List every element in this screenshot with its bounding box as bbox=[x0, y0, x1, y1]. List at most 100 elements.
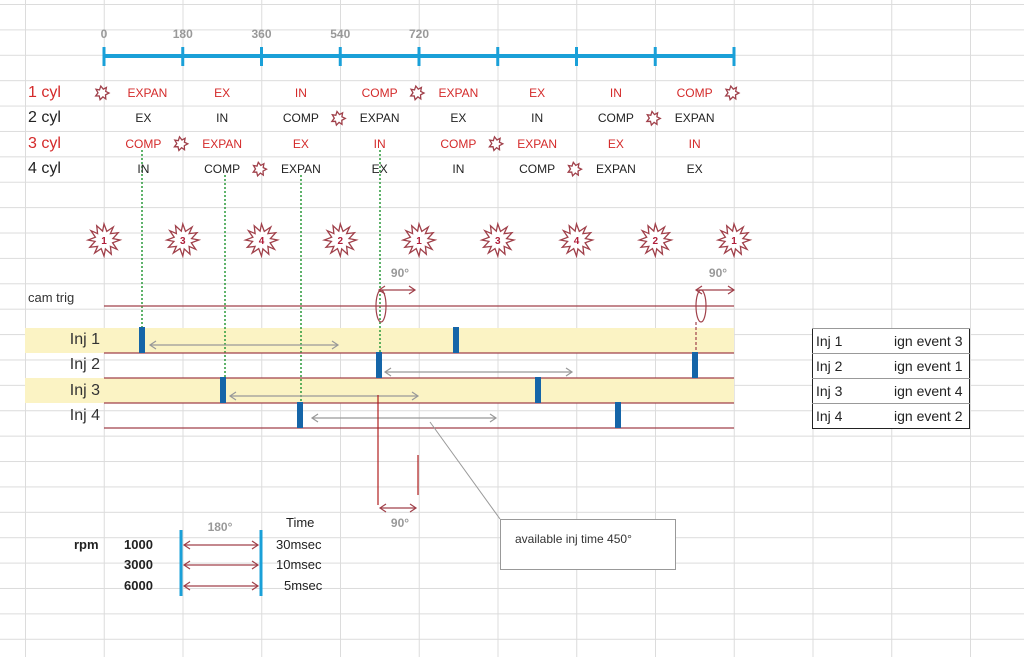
injection-window-arrow-head-left bbox=[148, 340, 157, 350]
stroke-cell: EX bbox=[214, 86, 231, 100]
cam-offset-arrow-head-right bbox=[408, 285, 417, 295]
cam-offset-arrow-head-right bbox=[727, 285, 736, 295]
injector-pulse bbox=[139, 327, 145, 353]
axis-tick-label: 0 bbox=[100, 27, 108, 41]
callout-text: available inj time 450° bbox=[515, 532, 632, 546]
cell-inj: Inj 2 bbox=[812, 353, 891, 379]
ignition-event-icon bbox=[164, 221, 202, 259]
stroke-cell: COMP bbox=[440, 136, 477, 151]
stroke-cell: EX bbox=[292, 136, 309, 151]
ignition-event-icon bbox=[85, 221, 123, 259]
rpm-label: rpm bbox=[74, 537, 99, 552]
stroke-cell: COMP bbox=[597, 111, 634, 126]
stroke-cell: COMP bbox=[676, 86, 713, 100]
cell-inj: Inj 1 bbox=[812, 328, 891, 354]
span-180-arrow-head-right bbox=[251, 540, 260, 550]
inj-label-3: Inj 3 bbox=[69, 382, 100, 399]
stroke-cell: EXPAN bbox=[202, 136, 243, 151]
ignition-event-number: 3 bbox=[180, 236, 186, 247]
cam-trigger-pulse bbox=[695, 289, 707, 323]
ignition-event-number: 2 bbox=[337, 236, 343, 247]
stroke-cell: EX bbox=[135, 111, 152, 126]
span-180-arrow-head-right bbox=[251, 560, 260, 570]
cell-event: ign event 3 bbox=[891, 328, 970, 354]
stroke-cell: EXPAN bbox=[438, 86, 479, 100]
stroke-cell: EX bbox=[607, 136, 624, 151]
bottom-90-label: 90° bbox=[390, 516, 410, 530]
ignition-event-number: 4 bbox=[259, 236, 265, 247]
stroke-cell: COMP bbox=[204, 162, 241, 177]
axis-tick-label: 180 bbox=[172, 27, 193, 41]
time-value-2: 10msec bbox=[276, 557, 322, 572]
ignition-event-number: 3 bbox=[495, 236, 501, 247]
time-value-1: 30msec bbox=[276, 537, 322, 552]
stroke-cell: IN bbox=[531, 111, 544, 126]
stroke-cell: IN bbox=[373, 136, 386, 151]
spark-icon bbox=[488, 135, 505, 152]
ignition-event-icon bbox=[243, 221, 280, 259]
ignition-event-icon bbox=[479, 221, 517, 259]
cam-offset-label-2: 90° bbox=[708, 266, 728, 280]
stroke-cell: EXPAN bbox=[359, 111, 400, 126]
time-header: Time bbox=[286, 515, 315, 530]
stroke-cell: COMP bbox=[125, 136, 162, 151]
ignition-event-icon bbox=[715, 221, 753, 259]
injector-pulse bbox=[692, 352, 698, 378]
time-value-3: 5msec bbox=[284, 578, 323, 593]
stroke-cell: EX bbox=[450, 111, 467, 126]
spark-icon bbox=[251, 160, 268, 178]
injection-window-arrow-head-right bbox=[489, 413, 498, 423]
injection-window-arrow-head-right bbox=[411, 391, 420, 401]
stroke-cell: EXPAN bbox=[674, 111, 715, 126]
ignition-event-number: 2 bbox=[652, 236, 658, 247]
stroke-cell: EX bbox=[371, 162, 388, 177]
stroke-cell: EXPAN bbox=[280, 162, 321, 177]
injector-pulse bbox=[535, 377, 541, 403]
ignition-event-number: 1 bbox=[101, 236, 107, 247]
rpm-value-1: 1000 bbox=[124, 537, 153, 552]
stroke-cell: EXPAN bbox=[517, 136, 558, 151]
span-180-arrow-head-left bbox=[182, 581, 191, 591]
span-180-label: 180° bbox=[207, 520, 233, 534]
injector-pulse bbox=[376, 352, 382, 378]
injector-pulse bbox=[220, 377, 226, 403]
ninety-degree-arrow-head-left bbox=[378, 503, 387, 513]
injector-pulse bbox=[453, 327, 459, 353]
spark-icon bbox=[330, 110, 347, 127]
cylinder-label: 2 cyl bbox=[28, 109, 61, 127]
stroke-cell: IN bbox=[688, 136, 701, 151]
injection-window-arrow-head-right bbox=[331, 340, 340, 350]
inj-label-2: Inj 2 bbox=[69, 356, 100, 373]
cell-inj: Inj 4 bbox=[812, 403, 891, 429]
cam-trigger-pulse bbox=[375, 289, 387, 323]
cylinder-label: 4 cyl bbox=[28, 160, 61, 178]
ignition-event-icon bbox=[558, 221, 595, 259]
rpm-value-3: 6000 bbox=[124, 578, 153, 593]
span-180-arrow-head-left bbox=[182, 560, 191, 570]
cam-offset-arrow-head-left bbox=[377, 285, 386, 295]
callout-box: available inj time 450° bbox=[500, 519, 676, 570]
ignition-event-number: 4 bbox=[574, 236, 580, 247]
stroke-cell: IN bbox=[609, 86, 622, 100]
cylinder-label: 1 cyl bbox=[28, 84, 61, 101]
ignition-event-icon bbox=[321, 221, 359, 259]
axis-tick-label: 360 bbox=[251, 27, 272, 41]
axis-tick-label: 540 bbox=[330, 27, 351, 41]
injector-pulse bbox=[615, 402, 621, 428]
injection-window-arrow-head-left bbox=[383, 367, 392, 377]
stroke-cell: EX bbox=[529, 86, 546, 100]
stroke-cell: COMP bbox=[361, 86, 398, 100]
ignition-event-icon bbox=[400, 221, 438, 259]
spark-icon bbox=[566, 160, 583, 178]
stroke-cell: IN bbox=[452, 162, 465, 177]
ninety-degree-arrow-head-right bbox=[409, 503, 418, 513]
spark-icon bbox=[94, 84, 111, 101]
stroke-cell: EX bbox=[686, 162, 703, 177]
inj3-band bbox=[25, 378, 734, 403]
spark-icon bbox=[724, 84, 741, 101]
cylinder-label: 3 cyl bbox=[28, 134, 61, 152]
